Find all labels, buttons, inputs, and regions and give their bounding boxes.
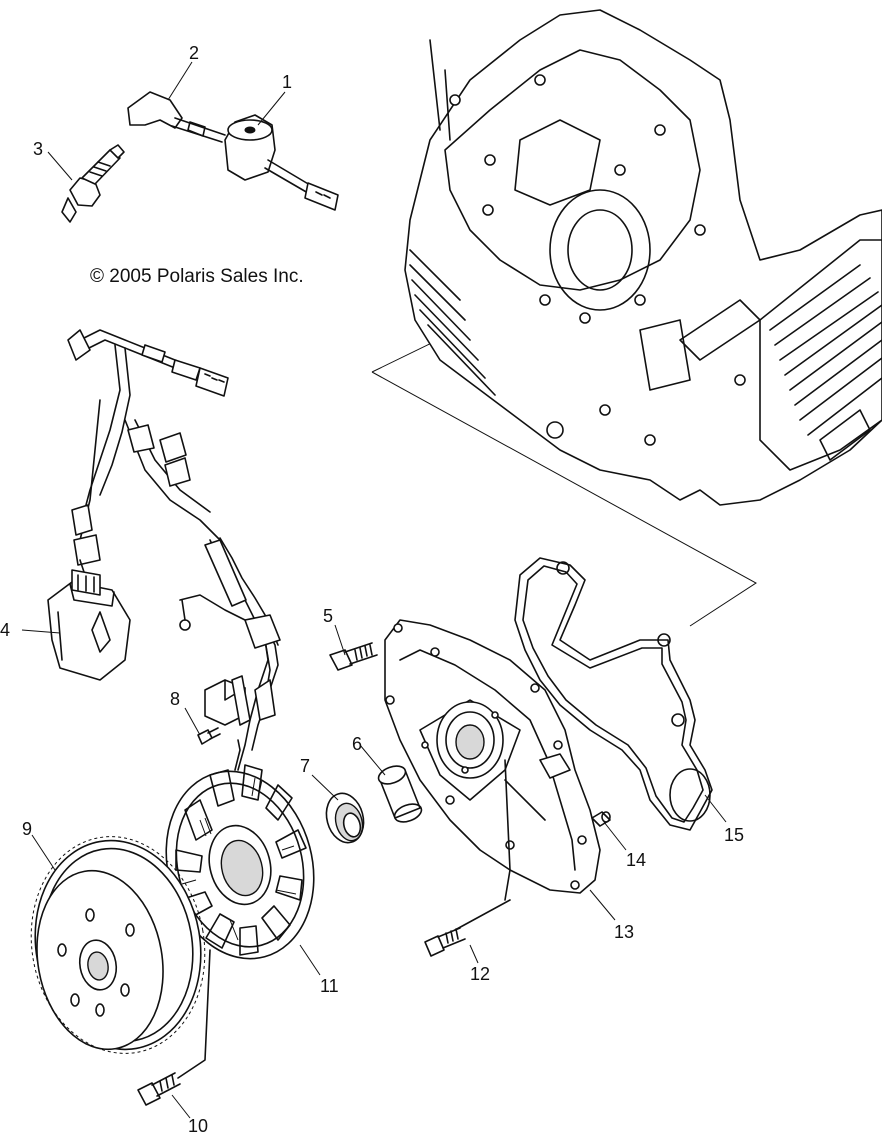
callout-12: 12 (470, 964, 491, 984)
callout-9: 9 (22, 819, 33, 839)
callout-7: 7 (300, 756, 311, 776)
cover-gasket (514, 557, 713, 831)
engine-crankcase (371, 9, 882, 627)
bolt-5 (329, 642, 378, 671)
bushing (377, 765, 423, 823)
screw-8 (197, 727, 221, 745)
callout-8: 8 (170, 689, 181, 709)
callout-11: 11 (320, 976, 339, 996)
dowel-pin (591, 811, 611, 827)
flywheel (30, 836, 206, 1054)
callout-5: 5 (323, 606, 334, 626)
spark-plug-boot (127, 91, 226, 143)
cdi-module (47, 569, 131, 681)
callout-14: 14 (626, 850, 647, 870)
callout-2: 2 (189, 43, 200, 63)
callout-3: 3 (33, 139, 44, 159)
ignition-coil (224, 114, 339, 211)
bolt-10 (137, 949, 211, 1106)
copyright-notice: © 2005 Polaris Sales Inc. (90, 266, 304, 287)
callout-15: 15 (724, 825, 745, 845)
stator-cover (384, 619, 601, 901)
callout-13: 13 (614, 922, 635, 942)
callout-4: 4 (0, 620, 11, 640)
callout-10: 10 (188, 1116, 209, 1134)
callout-1: 1 (282, 72, 293, 92)
oil-seal (325, 792, 365, 844)
pickup-coil (204, 675, 251, 726)
spark-plug (61, 144, 125, 223)
stator (165, 739, 315, 960)
callout-6: 6 (352, 734, 363, 754)
leader-lines (21, 61, 727, 1119)
wiring-harness (67, 329, 281, 771)
bolt-12 (424, 899, 511, 957)
